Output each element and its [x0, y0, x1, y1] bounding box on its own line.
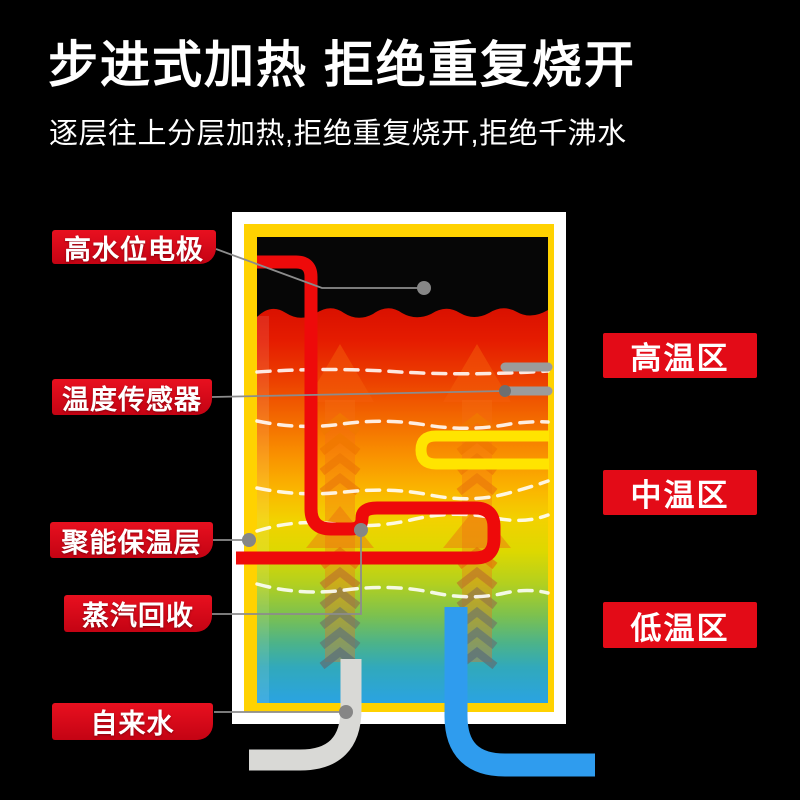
layer-divider-5 — [255, 582, 550, 599]
label-high-temp-zone: 高温区 — [603, 333, 757, 378]
cold-water-inlet-pipe — [444, 607, 595, 777]
page-title: 步进式加热 拒绝重复烧开 — [48, 37, 636, 93]
temp-sensor-probes — [500, 362, 553, 396]
wall-highlight — [257, 316, 269, 703]
callout-dot-high-water-electrode — [417, 281, 431, 295]
electrode-steam-pipe — [236, 255, 501, 565]
layer-divider-1 — [255, 367, 550, 376]
label-insulation-layer: 聚能保温层 — [50, 522, 213, 558]
callout-dot-tap-water — [339, 705, 353, 719]
callout-line-temperature-sensor — [211, 390, 505, 398]
header: 步进式加热 拒绝重复烧开 逐层往上分层加热,拒绝重复烧开,拒绝千沸水 — [48, 38, 636, 152]
label-tap-water: 自来水 — [52, 703, 213, 740]
callout-line-high-water-electrode — [215, 248, 424, 289]
callout-line-steam-recovery — [212, 533, 362, 615]
label-high-water-electrode: 高水位电极 — [52, 230, 216, 265]
label-mid-temp-zone: 中温区 — [603, 470, 757, 515]
label-steam-recovery: 蒸汽回收 — [64, 595, 212, 632]
label-low-temp-zone: 低温区 — [603, 602, 757, 648]
callout-dot-insulation-layer — [242, 533, 256, 547]
page-subtitle: 逐层往上分层加热,拒绝重复烧开,拒绝千沸水 — [49, 118, 627, 150]
label-temperature-sensor: 温度传感器 — [52, 379, 212, 415]
heating-coil-pipe — [415, 430, 549, 470]
callout-dots — [242, 281, 511, 719]
callout-dot-temperature-sensor — [499, 385, 511, 397]
callout-dot-steam-recovery — [354, 523, 368, 537]
